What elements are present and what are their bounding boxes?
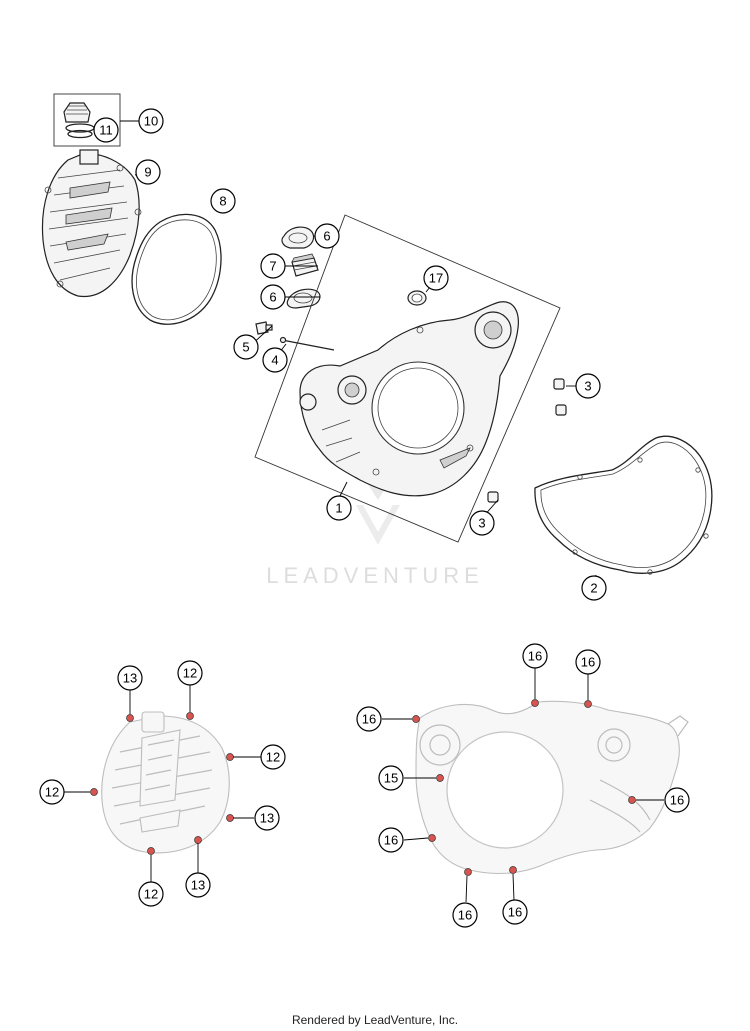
- part-plug-7: [291, 253, 319, 277]
- watermark-text: LEADVENTURE: [266, 563, 484, 588]
- svg-text:12: 12: [144, 887, 158, 902]
- svg-text:12: 12: [266, 750, 280, 765]
- callout-16-bottom-right: 16: [502, 899, 528, 925]
- svg-text:6: 6: [269, 290, 276, 305]
- part-shaft-seal-17: [407, 290, 427, 306]
- callout-13-top-left: 13: [117, 665, 143, 691]
- bolt-marker-12-top-right: [186, 712, 194, 720]
- callout-7: 7: [260, 253, 286, 279]
- callout-16-top-right: 16: [575, 649, 601, 675]
- part-dowel-sleeve-3-upper: [553, 378, 567, 416]
- part-inner-cover-gasket: [534, 435, 713, 575]
- part-plug-6-top: [281, 226, 315, 249]
- bolt-marker-16-upper-left: [412, 715, 420, 723]
- bolt-marker-16-bottom-left: [464, 868, 472, 876]
- svg-text:13: 13: [191, 878, 205, 893]
- svg-text:17: 17: [429, 271, 443, 286]
- callout-3-lower: 3: [469, 510, 495, 536]
- svg-text:8: 8: [219, 194, 226, 209]
- callout-6-bottom: 6: [260, 284, 286, 310]
- svg-text:15: 15: [384, 771, 398, 786]
- part-outer-cover-gasket: [131, 213, 222, 325]
- svg-text:1: 1: [335, 501, 342, 516]
- svg-text:16: 16: [581, 655, 595, 670]
- svg-text:13: 13: [260, 811, 274, 826]
- callout-16-top-center: 16: [522, 643, 548, 669]
- bolt-marker-16-right: [628, 796, 636, 804]
- svg-text:12: 12: [45, 785, 59, 800]
- bolt-marker-13-right: [226, 814, 234, 822]
- svg-text:4: 4: [271, 353, 278, 368]
- svg-text:2: 2: [590, 581, 597, 596]
- bolt-marker-16-lower-left: [428, 834, 436, 842]
- bolt-marker-15-left: [436, 774, 444, 782]
- bolt-marker-13-top-left: [126, 714, 134, 722]
- callout-5: 5: [233, 334, 259, 360]
- svg-text:13: 13: [123, 671, 137, 686]
- callout-12-right: 12: [260, 744, 286, 770]
- callout-16-upper-left: 16: [356, 706, 382, 732]
- svg-text:3: 3: [478, 516, 485, 531]
- svg-text:10: 10: [144, 114, 158, 129]
- bolt-marker-12-right: [226, 753, 234, 761]
- part-pin-4: [279, 336, 335, 351]
- callout-16-lower-left: 16: [378, 827, 404, 853]
- callout-11: 11: [93, 117, 119, 143]
- svg-text:16: 16: [670, 793, 684, 808]
- callout-9: 9: [135, 159, 161, 185]
- svg-text:16: 16: [508, 905, 522, 920]
- bolt-marker-16-bottom-right: [509, 866, 517, 874]
- bolt-marker-12-left: [90, 788, 98, 796]
- bolt-marker-12-bottom: [147, 847, 155, 855]
- bolt-marker-16-top-right: [584, 700, 592, 708]
- svg-text:7: 7: [269, 259, 276, 274]
- svg-text:16: 16: [384, 833, 398, 848]
- svg-text:16: 16: [362, 712, 376, 727]
- bolt-marker-16-top-center: [531, 699, 539, 707]
- callout-13-right: 13: [254, 805, 280, 831]
- callout-3-upper: 3: [575, 373, 601, 399]
- svg-text:16: 16: [458, 908, 472, 923]
- callout-10: 10: [138, 108, 164, 134]
- footer-credit: Rendered by LeadVenture, Inc.: [291, 1013, 459, 1027]
- part-inner-clutch-cover-assembly: [254, 214, 561, 543]
- bolt-marker-13-bottom: [194, 836, 202, 844]
- callout-1: 1: [326, 495, 352, 521]
- part-screw-5: [255, 321, 273, 335]
- callout-17: 17: [423, 265, 449, 291]
- part-dowel-sleeve-3-lower: [487, 491, 499, 503]
- callout-16-right: 16: [664, 787, 690, 813]
- svg-text:12: 12: [183, 666, 197, 681]
- part-oil-filler-cap: [53, 93, 121, 147]
- callout-4: 4: [262, 347, 288, 373]
- svg-text:3: 3: [584, 379, 591, 394]
- callout-8: 8: [210, 188, 236, 214]
- callout-12-left: 12: [39, 779, 65, 805]
- callout-15: 15: [378, 765, 404, 791]
- svg-text:16: 16: [528, 649, 542, 664]
- svg-text:5: 5: [242, 340, 249, 355]
- callout-6-top: 6: [314, 223, 340, 249]
- leadventure-watermark: LEADVENTURE: [266, 475, 484, 588]
- callout-2: 2: [581, 575, 607, 601]
- callout-16-bottom-left: 16: [452, 902, 478, 928]
- part-plug-6-bottom: [286, 288, 321, 309]
- callout-12-top-right: 12: [177, 660, 203, 686]
- part-outer-clutch-cover-small: [41, 149, 142, 298]
- outer-clutch-cover-bolt-view: [101, 711, 230, 854]
- svg-text:9: 9: [144, 165, 151, 180]
- inner-clutch-cover-bolt-view: [415, 700, 689, 874]
- callout-12-bottom: 12: [138, 881, 164, 907]
- svg-text:11: 11: [99, 123, 113, 138]
- svg-text:6: 6: [323, 229, 330, 244]
- callout-13-bottom: 13: [185, 872, 211, 898]
